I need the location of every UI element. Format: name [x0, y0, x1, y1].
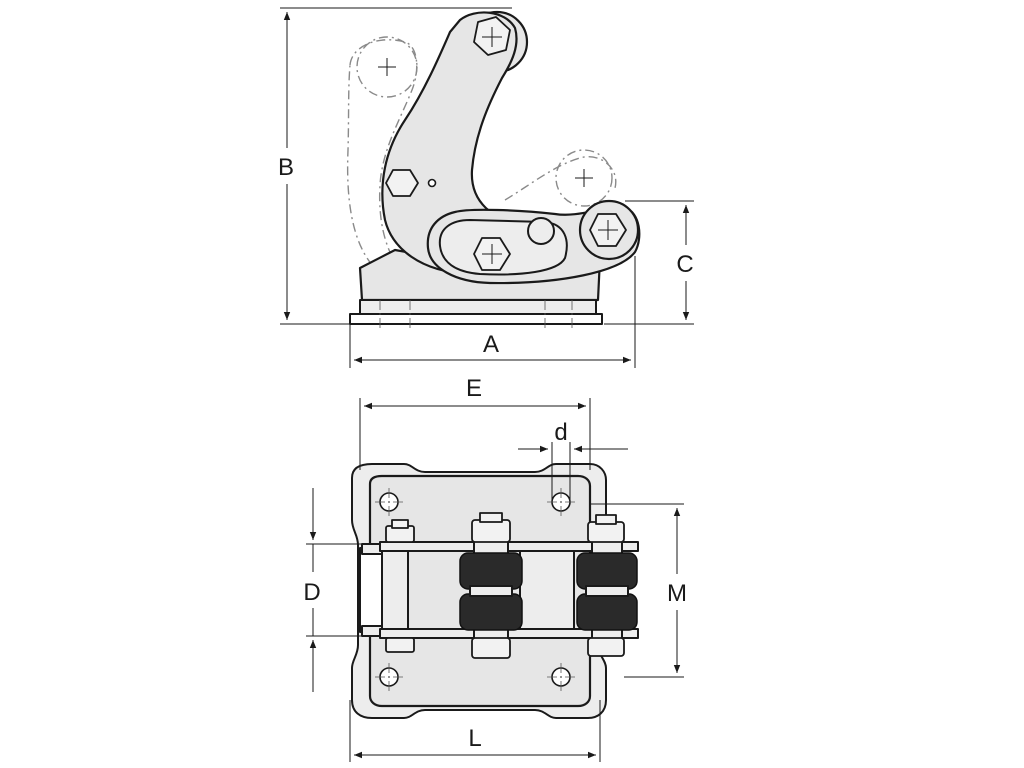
top-view: E d D M	[303, 375, 694, 762]
nuts	[385, 512, 625, 659]
pivot-bolt-lever	[589, 213, 627, 247]
dimension-m: M	[590, 503, 694, 678]
center-roller	[459, 539, 523, 645]
dimension-label-l: L	[468, 725, 481, 752]
mounting-hole-bottom-right	[547, 663, 575, 691]
dimension-label-small-d: d	[554, 419, 567, 446]
hinge-block	[359, 543, 383, 637]
mounting-hole-bottom-left	[375, 663, 403, 691]
dimension-label-m: M	[667, 580, 687, 607]
mounting-hole-top-right	[547, 488, 575, 516]
dimension-b: B	[272, 7, 512, 325]
dimension-small-d: d	[518, 419, 628, 500]
dimension-l: L	[349, 700, 601, 762]
mounting-hole-top-left	[375, 488, 403, 516]
dimension-label-c: C	[676, 251, 693, 278]
tip-roller	[576, 539, 638, 645]
side-bolt	[385, 169, 419, 197]
mounting-holes	[375, 488, 575, 691]
pivot-bolt-top	[473, 16, 511, 56]
phantom-open-position	[346, 36, 617, 266]
dimension-a: A	[349, 256, 636, 368]
dimension-e: E	[359, 375, 591, 470]
dimension-c: C	[604, 200, 702, 325]
dimension-label-d: D	[303, 579, 320, 606]
dimension-label-a: A	[483, 331, 499, 358]
side-view: B C A	[272, 7, 702, 368]
dimension-label-e: E	[466, 375, 482, 402]
dimension-label-b: B	[278, 154, 294, 181]
dimension-d: D	[303, 488, 362, 692]
pivot-bolt-middle	[473, 237, 511, 271]
